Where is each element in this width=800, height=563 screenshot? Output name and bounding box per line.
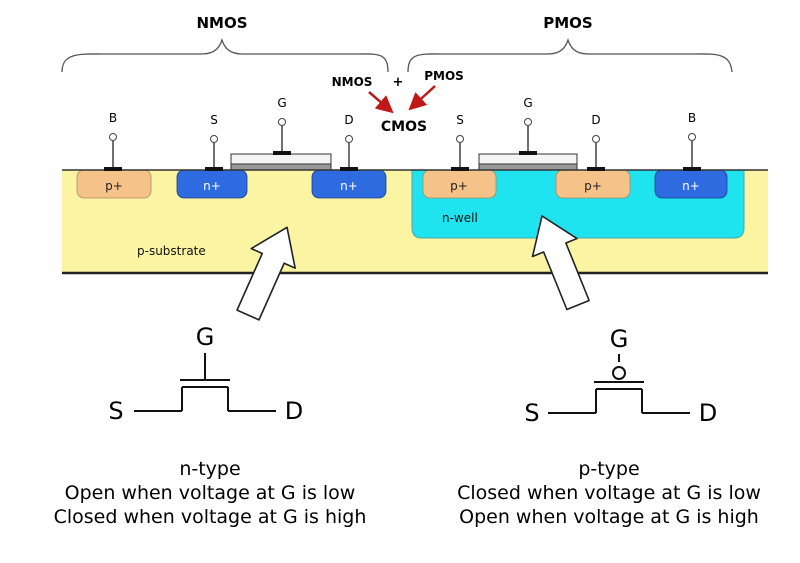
pmos-header: PMOS — [543, 14, 592, 32]
p-type-gate-label: G — [610, 325, 629, 353]
svg-text:S: S — [456, 113, 464, 127]
p-type-source-label: S — [524, 399, 539, 427]
n-type-closed-condition: Closed when voltage at G is high — [53, 506, 367, 528]
svg-text:D: D — [344, 113, 353, 127]
terminal-nmos-drain: D — [340, 113, 358, 171]
n-type-gate-label: G — [196, 323, 215, 351]
red-arrow-right — [408, 85, 436, 111]
nmos-gate-stack — [230, 153, 332, 171]
n-type-caption: n-type Open when voltage at G is low Clo… — [10, 457, 410, 529]
terminal-pmos-gate: G — [519, 96, 537, 155]
p-type-open-condition: Open when voltage at G is high — [459, 506, 759, 528]
n-type-title: n-type — [179, 458, 241, 480]
n-plus-label: n+ — [340, 179, 358, 193]
red-arrow-left — [368, 91, 394, 114]
equation-nmos-label: NMOS — [332, 75, 373, 89]
equation-plus-sign: + — [393, 75, 404, 90]
n-plus-label: n+ — [682, 179, 700, 193]
cmos-label: CMOS — [381, 119, 427, 135]
svg-text:G: G — [277, 96, 286, 110]
pmos-pointer-arrow — [531, 215, 590, 311]
n-well-label: n-well — [442, 211, 478, 225]
pmos-gate-stack — [478, 153, 578, 171]
terminal-nmos-gate: G — [273, 96, 291, 155]
n-type-source-label: S — [108, 397, 123, 425]
p-type-transistor-symbol — [548, 354, 690, 414]
svg-text:B: B — [109, 111, 117, 125]
svg-text:B: B — [688, 111, 696, 125]
svg-text:G: G — [523, 96, 532, 110]
nmos-brace — [61, 37, 389, 73]
svg-text:S: S — [210, 113, 218, 127]
inversion-bubble-icon — [612, 366, 626, 380]
terminal-pmos-drain: D — [587, 113, 605, 171]
p-substrate-label: p-substrate — [137, 244, 206, 258]
terminal-pmos-body: B — [683, 111, 701, 171]
equation-pmos-label: PMOS — [424, 69, 464, 83]
n-type-transistor-symbol — [134, 353, 276, 412]
terminal-pmos-source: S — [451, 113, 469, 171]
pmos-brace — [407, 37, 733, 73]
n-type-drain-label: D — [285, 397, 303, 425]
svg-text:D: D — [591, 113, 600, 127]
p-type-title: p-type — [578, 458, 640, 480]
p-type-drain-label: D — [699, 399, 717, 427]
n-plus-label: n+ — [203, 179, 221, 193]
p-type-closed-condition: Closed when voltage at G is low — [457, 482, 761, 504]
terminal-nmos-body: B — [104, 111, 122, 171]
p-plus-label: p+ — [584, 179, 602, 193]
p-type-caption: p-type Closed when voltage at G is low O… — [420, 457, 798, 529]
p-plus-label: p+ — [105, 179, 123, 193]
nmos-pointer-arrow — [236, 226, 296, 321]
p-plus-label: p+ — [450, 179, 468, 193]
nmos-header: NMOS — [196, 14, 247, 32]
n-type-open-condition: Open when voltage at G is low — [64, 482, 356, 504]
terminal-nmos-source: S — [205, 113, 223, 171]
